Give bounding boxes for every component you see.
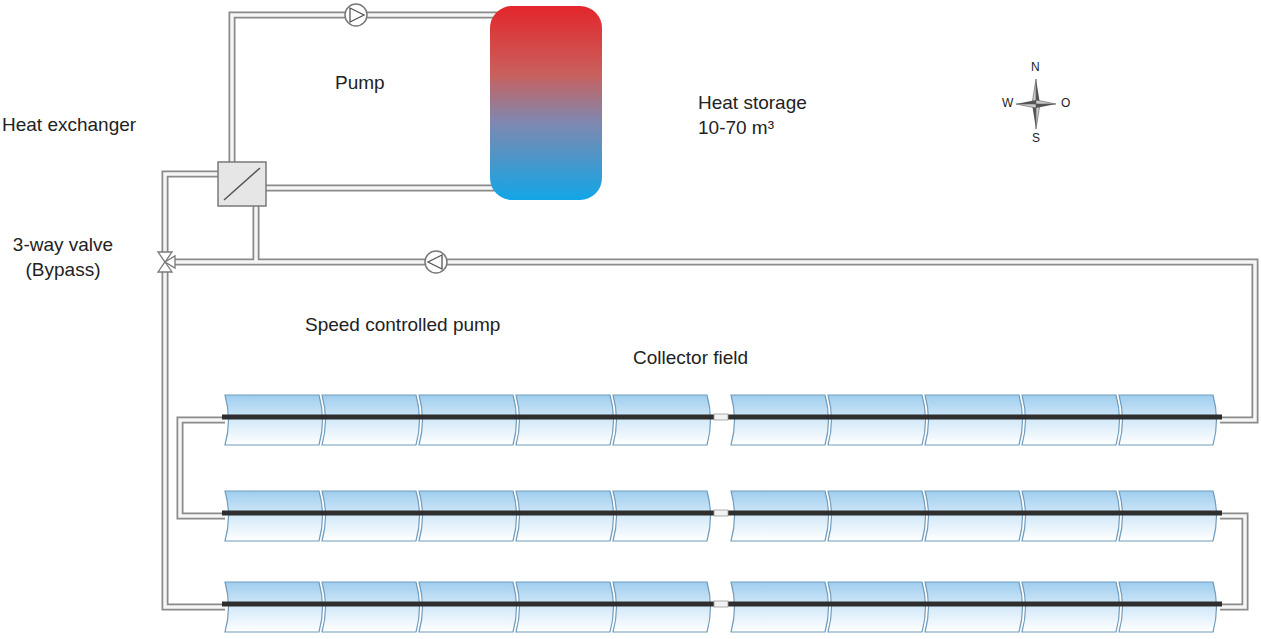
collector-module bbox=[1119, 582, 1217, 632]
valve-port bbox=[165, 256, 175, 268]
pump-arrow bbox=[428, 255, 442, 269]
pump-arrow bbox=[350, 8, 364, 22]
collector-module bbox=[613, 491, 711, 541]
collector-module bbox=[225, 395, 323, 445]
label-text: Speed controlled pump bbox=[305, 312, 500, 337]
compass-letter: S bbox=[1032, 131, 1040, 145]
pipe bbox=[232, 15, 500, 162]
label-text: Collector field bbox=[633, 345, 748, 370]
collector-module bbox=[322, 582, 420, 632]
pump-label: Pump bbox=[335, 70, 385, 95]
compass-point bbox=[1016, 100, 1036, 104]
collector-module bbox=[731, 582, 829, 632]
row-coupling bbox=[714, 601, 728, 607]
absorber-tube bbox=[222, 415, 1222, 420]
storage-label: Heat storage 10-70 m³ bbox=[698, 90, 823, 140]
compass-letter: W bbox=[1002, 96, 1013, 110]
collector-module bbox=[225, 582, 323, 632]
collector-module bbox=[925, 491, 1023, 541]
collector-module bbox=[613, 582, 711, 632]
pump-housing bbox=[425, 251, 447, 273]
storage-tank bbox=[490, 6, 602, 200]
pipe bbox=[180, 420, 225, 516]
collector-module bbox=[322, 491, 420, 541]
label-text: Heat exchanger bbox=[2, 112, 136, 137]
label-text: W bbox=[1002, 96, 1013, 110]
collector-module bbox=[925, 582, 1023, 632]
collector-module bbox=[225, 491, 323, 541]
collector-module bbox=[1119, 395, 1217, 445]
valve-label: 3-way valve (Bypass) bbox=[2, 232, 124, 282]
label-text: O bbox=[1061, 96, 1070, 110]
collector-module bbox=[419, 491, 517, 541]
pipe bbox=[266, 185, 500, 192]
compass-point bbox=[1016, 104, 1036, 108]
collector-module bbox=[1119, 491, 1217, 541]
compass-letter: N bbox=[1031, 60, 1040, 74]
label-text: Pump bbox=[335, 70, 385, 95]
pipe bbox=[254, 206, 258, 262]
collector-module bbox=[1022, 395, 1120, 445]
pipe-network bbox=[165, 15, 1255, 607]
pipe bbox=[165, 174, 218, 254]
pipe bbox=[1220, 516, 1245, 607]
pipe bbox=[1220, 516, 1245, 607]
pipe bbox=[165, 174, 218, 254]
collector-module bbox=[1022, 582, 1120, 632]
compass-point bbox=[1036, 100, 1056, 104]
heat-exchanger-body bbox=[218, 162, 266, 206]
heat-exchanger-plate bbox=[224, 168, 260, 200]
collector-module bbox=[828, 395, 926, 445]
pipe bbox=[253, 206, 260, 262]
label-text: N bbox=[1031, 60, 1040, 74]
pipe bbox=[165, 270, 225, 607]
pump-housing bbox=[345, 4, 367, 26]
pipe bbox=[165, 270, 225, 607]
field-label: Collector field bbox=[633, 345, 748, 370]
label-text: Heat storage 10-70 m³ bbox=[698, 90, 823, 140]
pipe bbox=[180, 420, 225, 516]
heat-exchanger-label: Heat exchanger bbox=[2, 112, 136, 137]
collector-module bbox=[322, 395, 420, 445]
collector-module bbox=[731, 395, 829, 445]
collector-module bbox=[516, 395, 614, 445]
absorber-tube bbox=[222, 511, 1222, 516]
collector-module bbox=[613, 395, 711, 445]
pump-symbol bbox=[345, 4, 367, 26]
collector-field bbox=[222, 395, 1222, 632]
heat-exchanger bbox=[218, 162, 266, 206]
collector-module bbox=[828, 582, 926, 632]
compass-letter: O bbox=[1061, 96, 1070, 110]
speed-pump-symbol bbox=[425, 251, 447, 273]
absorber-tube bbox=[222, 602, 1222, 607]
collector-module bbox=[516, 582, 614, 632]
collector-module bbox=[516, 491, 614, 541]
collector-module bbox=[419, 395, 517, 445]
collector-module bbox=[731, 491, 829, 541]
compass-point bbox=[1036, 104, 1056, 108]
collector-module bbox=[419, 582, 517, 632]
row-coupling bbox=[714, 414, 728, 420]
collector-module bbox=[1022, 491, 1120, 541]
pipe bbox=[266, 186, 500, 190]
pipe bbox=[232, 15, 500, 162]
label-text: S bbox=[1032, 131, 1040, 145]
three-way-valve bbox=[158, 252, 175, 272]
label-text: 3-way valve (Bypass) bbox=[2, 232, 124, 282]
pump-label: Speed controlled pump bbox=[305, 312, 500, 337]
collector-module bbox=[925, 395, 1023, 445]
compass-rose bbox=[1016, 79, 1056, 129]
row-coupling bbox=[714, 510, 728, 516]
collector-module bbox=[828, 491, 926, 541]
